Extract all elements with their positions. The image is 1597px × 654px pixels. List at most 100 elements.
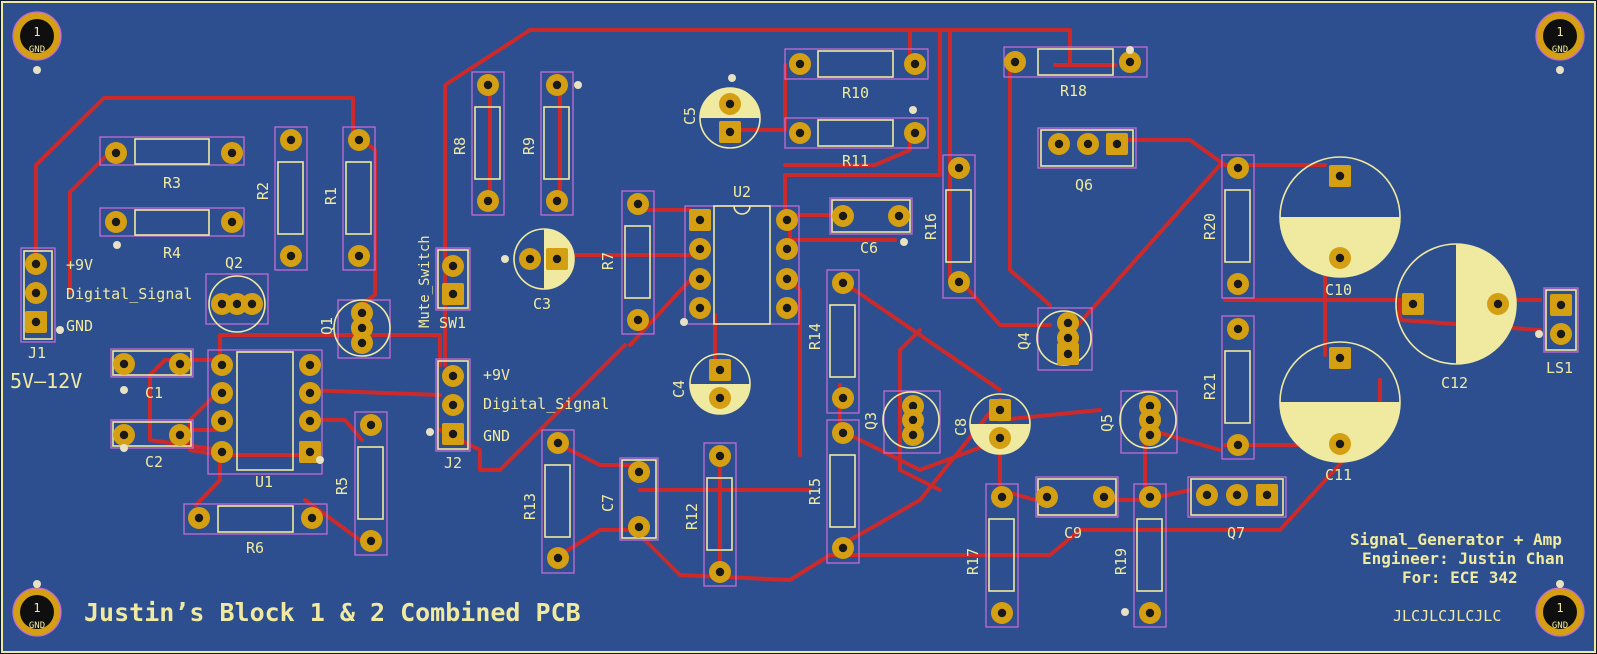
mounting-hole-br: 1 GND [1535, 587, 1585, 637]
svg-text:1: 1 [1556, 601, 1563, 615]
info-line-2: Engineer: Justin Chan [1362, 549, 1564, 568]
capacitor-c5: C5 [681, 87, 761, 149]
resistor-r20: R20 [1201, 154, 1255, 299]
transistor-q6: Q6 [1037, 127, 1137, 194]
ref-c6: C6 [860, 239, 878, 257]
speaker-ls1: LS1 [1543, 287, 1579, 377]
ref-q3: Q3 [862, 412, 880, 430]
capacitor-c1: C1 [110, 348, 194, 402]
supply-range-label: 5V–12V [10, 369, 82, 393]
capacitor-c12: C12 [1395, 243, 1517, 392]
j1-gnd-label: GND [66, 317, 93, 335]
ref-u1: U1 [255, 473, 273, 491]
ref-r21: R21 [1201, 373, 1219, 400]
ref-r20: R20 [1201, 213, 1219, 240]
resistor-r5: R5 [333, 411, 388, 556]
transistor-q5: Q5 [1098, 390, 1178, 454]
resistor-r4: R4 [99, 207, 245, 262]
j1-signal-label: Digital_Signal [66, 285, 192, 303]
ref-c10: C10 [1325, 281, 1352, 299]
svg-text:1: 1 [33, 25, 40, 39]
svg-text:GND: GND [1552, 621, 1568, 631]
ref-c11: C11 [1325, 466, 1352, 484]
ref-q4: Q4 [1015, 332, 1033, 350]
fab-order-marker: JLCJLCJLCJLC [1393, 607, 1501, 625]
transistor-q1: Q1 [318, 299, 391, 359]
ref-c9: C9 [1064, 524, 1082, 542]
ref-r5: R5 [333, 477, 351, 495]
board-title: Justin’s Block 1 & 2 Combined PCB [84, 598, 581, 627]
resistor-r19: R19 [1112, 483, 1167, 628]
resistor-r18: R18 [1003, 46, 1148, 100]
j2-vcc-label: +9V [483, 366, 510, 384]
j1-vcc-label: +9V [66, 256, 93, 274]
ref-r15: R15 [806, 478, 824, 505]
ref-r11: R11 [842, 152, 869, 170]
ref-r6: R6 [246, 539, 264, 557]
ref-ls1: LS1 [1546, 359, 1573, 377]
transistor-q7: Q7 [1187, 476, 1287, 542]
capacitor-c2: C2 [110, 419, 194, 471]
ref-r19: R19 [1112, 548, 1130, 575]
connector-j1: J1 +9V Digital_Signal GND [20, 247, 192, 362]
ref-q7: Q7 [1227, 524, 1245, 542]
ref-c4: C4 [670, 380, 688, 398]
transistor-q2: Q2 [205, 254, 269, 333]
resistor-r6: R6 [183, 503, 328, 557]
resistor-r3: R3 [99, 136, 245, 192]
ref-q6: Q6 [1075, 176, 1093, 194]
capacitor-c8: C8 [952, 393, 1031, 455]
ref-c3: C3 [533, 295, 551, 313]
ref-r8: R8 [451, 137, 469, 155]
ref-c12: C12 [1441, 374, 1468, 392]
ref-q2: Q2 [225, 254, 243, 272]
capacitor-c10: C10 [1279, 156, 1401, 299]
ref-r4: R4 [163, 244, 181, 262]
mounting-hole-tl: 1 GND [12, 11, 62, 61]
svg-text:GND: GND [29, 45, 45, 55]
mounting-hole-bl: 1 GND [12, 587, 62, 637]
transistor-q4: Q4 [1015, 307, 1093, 371]
ref-u2: U2 [733, 183, 751, 201]
resistor-r1: R1 [322, 126, 376, 271]
j2-signal-label: Digital_Signal [483, 395, 609, 413]
ref-c1: C1 [145, 384, 163, 402]
resistor-r8: R8 [451, 71, 505, 216]
ref-r1: R1 [322, 187, 340, 205]
ic-u2: U2 [684, 183, 800, 325]
ref-q5: Q5 [1098, 414, 1116, 432]
ref-c5: C5 [681, 107, 699, 125]
ref-c2: C2 [145, 453, 163, 471]
ref-r7: R7 [599, 252, 617, 270]
ref-r14: R14 [806, 323, 824, 350]
ref-r16: R16 [922, 213, 940, 240]
resistor-r15: R15 [806, 419, 860, 564]
resistor-r11: R11 [784, 117, 929, 170]
capacitor-c11: C11 [1279, 341, 1401, 484]
resistor-r7: R7 [599, 190, 655, 335]
ref-r2: R2 [254, 182, 272, 200]
info-line-3: For: ECE 342 [1402, 568, 1518, 587]
mounting-hole-tr: 1 GND [1535, 11, 1585, 61]
resistor-r10: R10 [784, 48, 929, 102]
ref-q1: Q1 [318, 317, 336, 335]
resistor-r16: R16 [922, 154, 976, 299]
svg-text:GND: GND [1552, 45, 1568, 55]
resistor-r17: R17 [964, 483, 1019, 628]
svg-text:1: 1 [1556, 25, 1563, 39]
ref-r9: R9 [520, 137, 538, 155]
capacitor-c4: C4 [670, 353, 751, 415]
ic-u1: U1 [207, 349, 323, 491]
resistor-r9: R9 [520, 71, 574, 216]
transistor-q3: Q3 [862, 390, 941, 454]
switch-sw1: SW1 Mute_Switch [417, 235, 471, 332]
svg-text:1: 1 [33, 601, 40, 615]
capacitor-c9: C9 [1035, 476, 1119, 542]
info-line-1: Signal_Generator + Amp [1350, 530, 1562, 549]
resistor-r13: R13 [521, 429, 575, 574]
ref-r10: R10 [842, 84, 869, 102]
resistor-r12: R12 [683, 442, 737, 587]
capacitor-c3: C3 [513, 228, 575, 313]
ref-j1: J1 [28, 344, 46, 362]
